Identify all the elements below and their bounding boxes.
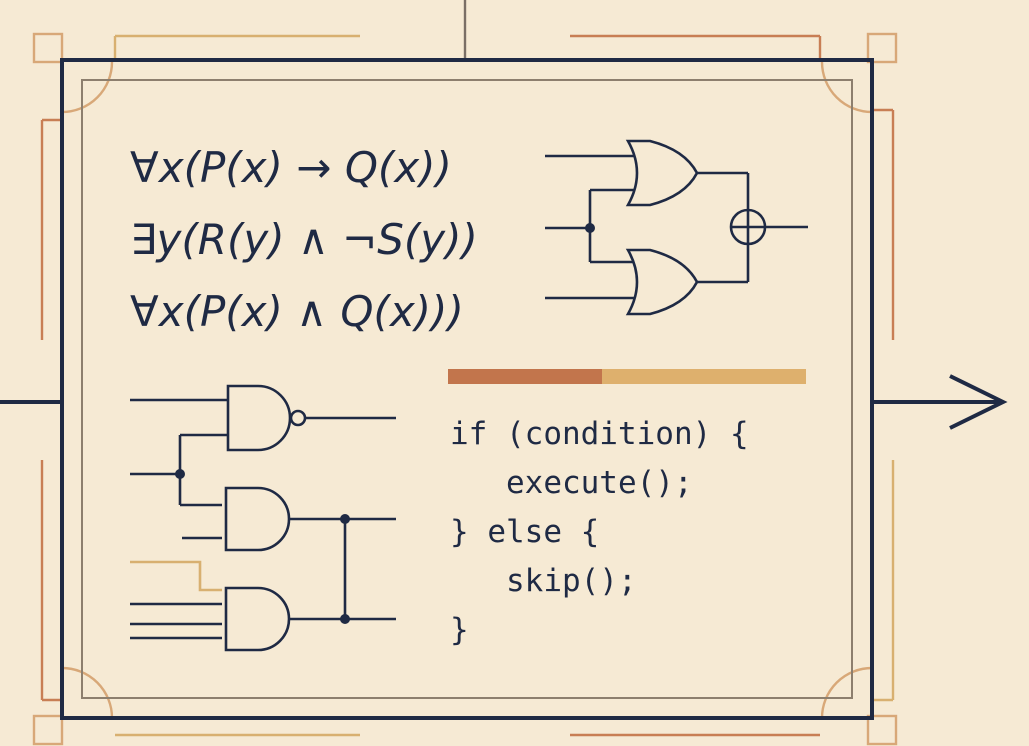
outer-frame [60, 58, 874, 720]
xor-symbol [729, 208, 767, 246]
nand-bubble [289, 409, 307, 427]
top-circuit [545, 139, 808, 316]
bottom-circuit [130, 384, 396, 652]
formula-3: ∀x(P(x) ∧ Q(x))) [130, 287, 464, 336]
code-line-3: } else { [450, 514, 599, 550]
decorative-traces [32, 0, 898, 746]
formula-2: ∃y(R(y) ∧ ¬S(y)) [130, 215, 478, 264]
or-gate-bottom [625, 248, 699, 316]
code-line-4: skip(); [450, 563, 637, 599]
formula-list: ∀x(P(x) → Q(x)) ∃y(R(y) ∧ ¬S(y)) ∀x(P(x)… [130, 143, 478, 336]
formula-1: ∀x(P(x) → Q(x)) [130, 143, 452, 192]
code-line-5: } [450, 612, 469, 648]
and-gate-middle [224, 486, 291, 552]
output-arrow-icon [949, 374, 1008, 430]
and-gate-bottom [224, 586, 291, 652]
inner-frame [81, 79, 853, 699]
code-snippet: if (condition) { execute(); } else { ski… [450, 416, 749, 648]
code-line-1: if (condition) { [450, 416, 749, 452]
or-gate-top [625, 139, 699, 207]
nand-gate [226, 384, 292, 452]
divider-bar [448, 369, 806, 384]
code-line-2: execute(); [450, 465, 693, 501]
